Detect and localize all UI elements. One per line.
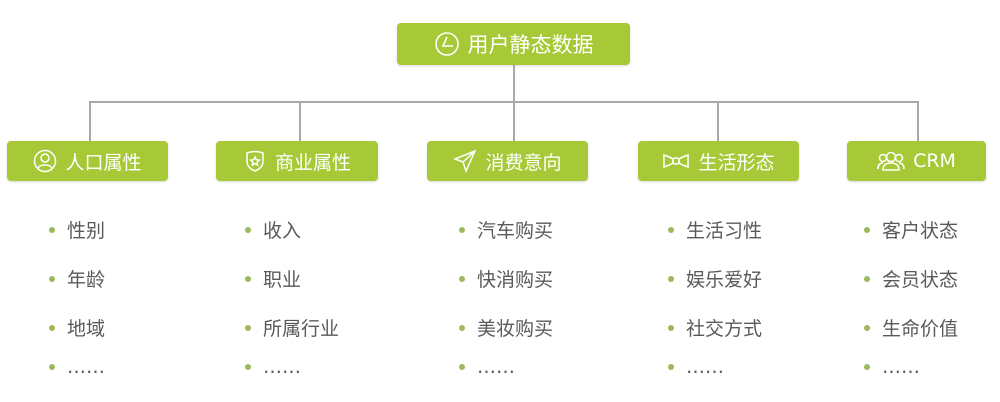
list-item-label: …… [686,356,724,378]
list-item: 生活习性 [668,205,762,254]
category-list-demographics: 性别 年龄 地域 …… [49,205,105,382]
category-label: 消费意向 [485,151,562,174]
bullet-icon [459,275,465,282]
list-item: 客户状态 [864,205,958,254]
list-item: …… [245,352,339,382]
users-group-icon [877,150,905,172]
list-item-label: …… [882,356,920,378]
category-node-consumption: 消费意向 [427,141,588,181]
list-item-label: 客户状态 [882,220,959,242]
connector-2 [299,101,301,141]
bullet-icon [245,226,251,233]
bullet-icon [49,364,55,370]
list-item: 职业 [245,254,339,303]
list-item: 性别 [49,205,105,254]
bullet-icon [668,324,674,331]
bullet-icon [49,275,55,282]
category-label: 商业属性 [274,151,351,174]
list-item-label: …… [477,356,515,378]
list-item-label: …… [67,356,105,378]
list-item: …… [459,352,553,382]
connector-1 [89,101,91,141]
bullet-icon [49,324,55,331]
list-item-label: …… [263,356,301,378]
list-item-label: 美妆购买 [477,318,554,340]
list-item: 汽车购买 [459,205,553,254]
list-item-label: 职业 [263,269,302,291]
list-item-label: 社交方式 [686,318,763,340]
connector-5 [917,101,919,141]
category-node-crm: CRM [847,141,986,181]
list-item: 娱乐爱好 [668,254,762,303]
list-item-label: 生活习性 [686,220,763,242]
list-item: 社交方式 [668,303,762,352]
bullet-icon [668,226,674,233]
list-item: 美妆购买 [459,303,553,352]
pie-chart-icon [434,31,460,57]
category-node-lifestyle: 生活形态 [638,141,799,181]
list-item: 收入 [245,205,339,254]
list-item-label: 性别 [67,220,106,242]
root-node: 用户静态数据 [397,23,630,65]
list-item-label: 年龄 [67,269,106,291]
category-label: 人口属性 [65,151,142,174]
list-item: 年龄 [49,254,105,303]
bullet-icon [459,324,465,331]
list-item: 快消购买 [459,254,553,303]
bullet-icon [245,275,251,282]
root-label: 用户静态数据 [467,33,594,57]
list-item: …… [49,352,105,382]
connector-4 [717,101,719,141]
bullet-icon [49,226,55,233]
category-node-demographics: 人口属性 [7,141,168,181]
list-item: 生命价值 [864,303,958,352]
bullet-icon [864,364,870,370]
bullet-icon [459,364,465,370]
bullet-icon [864,324,870,331]
bullet-icon [864,275,870,282]
category-label: 生活形态 [698,151,775,174]
connector-root [513,65,515,141]
paper-plane-icon [453,149,477,173]
list-item-label: 地域 [67,318,106,340]
bullet-icon [245,364,251,370]
bullet-icon [668,275,674,282]
list-item: 会员状态 [864,254,958,303]
user-icon [33,149,57,173]
bow-tie-icon [662,151,690,171]
list-item-label: 生命价值 [882,318,959,340]
connector-horizontal [89,101,919,103]
category-list-crm: 客户状态 会员状态 生命价值 …… [864,205,958,382]
category-node-business: 商业属性 [216,141,378,181]
list-item-label: 快消购买 [477,269,554,291]
bullet-icon [668,364,674,370]
list-item-label: 所属行业 [263,318,340,340]
list-item: …… [864,352,958,382]
bullet-icon [245,324,251,331]
list-item: …… [668,352,762,382]
list-item-label: 收入 [263,220,302,242]
list-item: 地域 [49,303,105,352]
list-item-label: 汽车购买 [477,220,554,242]
category-list-consumption: 汽车购买 快消购买 美妆购买 …… [459,205,553,382]
bullet-icon [864,226,870,233]
category-list-business: 收入 职业 所属行业 …… [245,205,339,382]
category-list-lifestyle: 生活习性 娱乐爱好 社交方式 …… [668,205,762,382]
list-item-label: 娱乐爱好 [686,269,763,291]
list-item-label: 会员状态 [882,269,959,291]
bullet-icon [459,226,465,233]
list-item: 所属行业 [245,303,339,352]
category-label: CRM [913,150,956,172]
shield-star-icon [243,149,267,173]
